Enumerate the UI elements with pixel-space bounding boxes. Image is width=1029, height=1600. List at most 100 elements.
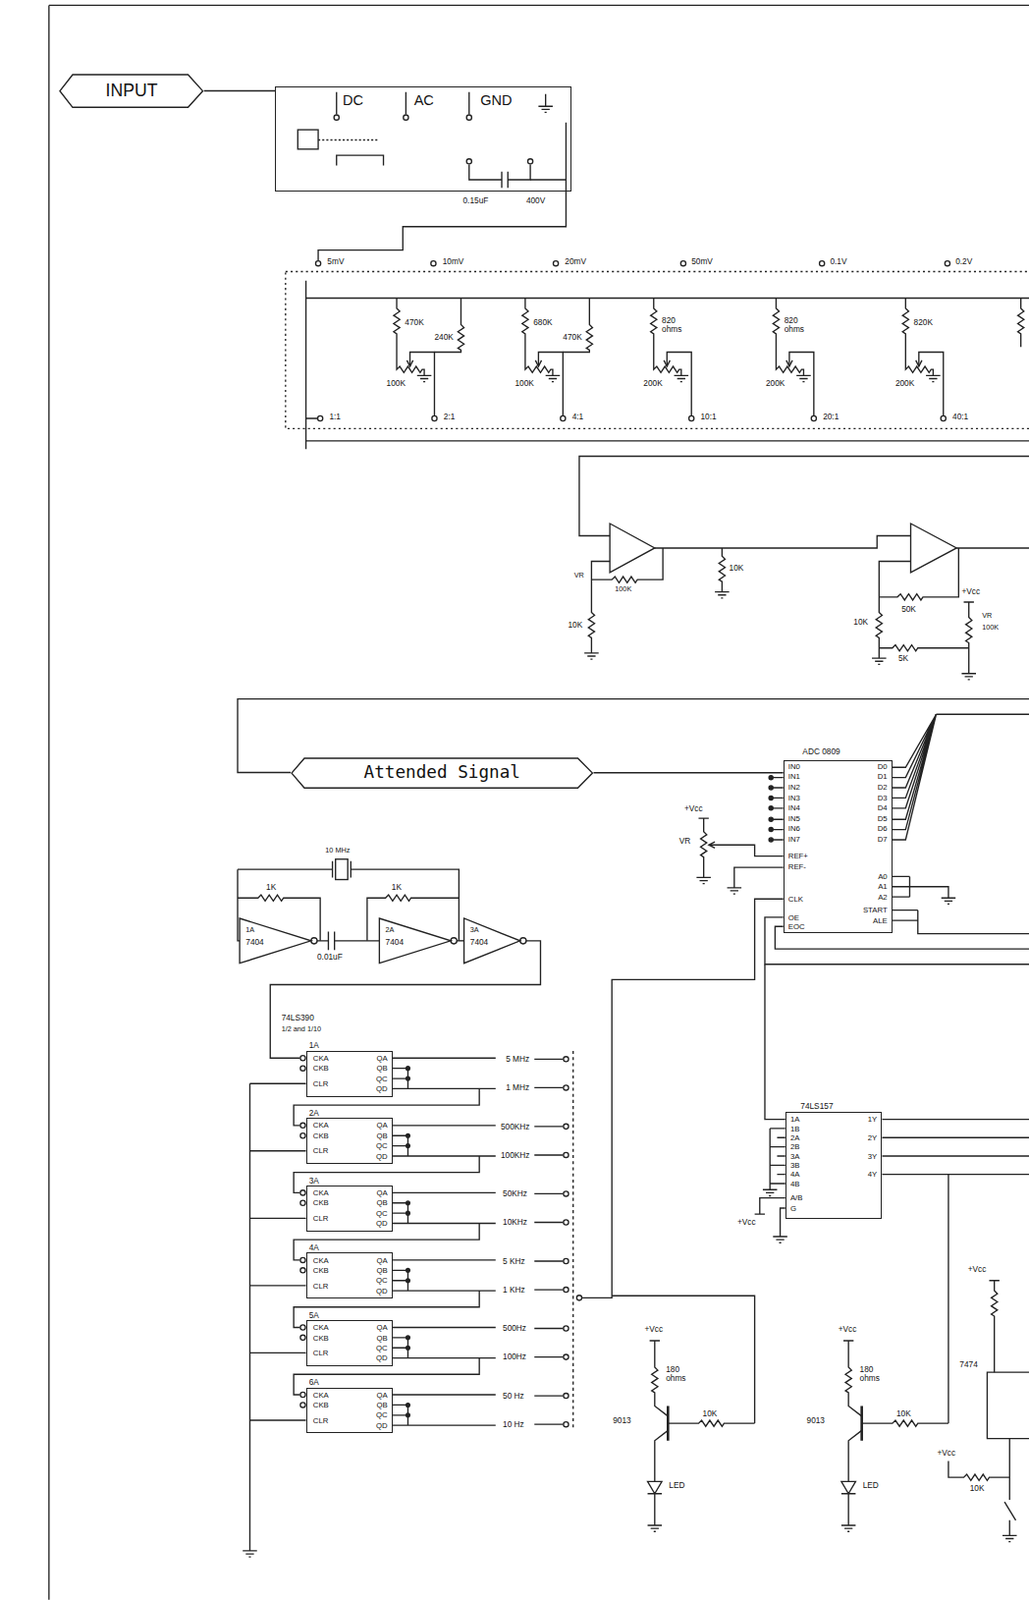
pin-label: CLR [313,1080,329,1089]
wire-path [609,523,655,573]
repeated-circuit [293,1155,480,1192]
pin-label: CKB [313,1334,329,1344]
terminal-dot [768,806,773,811]
pin-label: 3Y [867,1152,878,1162]
wire-path [654,535,912,547]
schematic-label: +Vcc [643,1324,664,1334]
wire-path [572,1050,574,1428]
schematic-label: 1 MHz [504,1083,531,1092]
wire-path [878,547,959,600]
wire-path [534,1058,563,1087]
wire-path [393,297,425,376]
repeated-circuit [293,1223,480,1260]
wire-path [764,964,786,1120]
schematic-label: 5mV [325,257,345,267]
wire-path [956,546,1029,548]
schematic-label: 1K [390,882,403,892]
schematic-label: 180 ohms [664,1364,698,1383]
pin-label: QD [376,1421,388,1431]
wire-path [591,547,663,583]
pin-label: D0 [877,762,888,772]
schematic-label: 10K [702,1408,719,1418]
chip-label: 1A [309,1040,320,1050]
counter-chip: 3ACKACKBCLRQAQBQCQD [306,1185,393,1232]
pin-label: QC [376,1075,388,1084]
pin-label: CKA [313,1054,329,1064]
pin-label: CKA [313,1121,329,1131]
repeated-circuit [902,297,946,421]
wire-path [776,1137,785,1174]
terminal-dot [406,1076,411,1081]
pin-label: IN1 [788,772,801,782]
wire-path [654,1429,669,1481]
terminal-dot [300,1065,306,1071]
chip-label: ADC 0809 [802,747,840,757]
schematic-label: 500KHz [499,1122,532,1132]
counter-chip: 6ACKACKBCLRQAQBQCQD [306,1387,393,1434]
terminal-dot [768,816,773,821]
schematic-label: 1K [265,882,277,892]
schematic-label: 7404 [244,937,265,947]
pin-label: QA [377,1189,388,1198]
schematic-label: 0.1V [828,257,848,267]
chip-label: 2A [309,1108,320,1118]
pin-label: 4A [790,1170,801,1180]
pin-label: CKA [313,1189,329,1198]
circuit-group [293,1087,480,1125]
pin-label: QC [376,1141,388,1151]
pin-label: CLR [313,1349,329,1358]
circuit-group [648,1340,756,1531]
wire-path [986,1371,1029,1439]
wire-path [237,894,321,941]
pin-label: QB [377,1266,388,1276]
schematic-label: +Vcc [960,587,981,596]
component-outline [335,859,348,880]
pin-label: CKA [313,1391,329,1401]
schematic-label: VR [678,836,693,846]
wire-path [367,894,459,941]
terminal-dot [311,937,318,944]
repeated-circuit [650,297,695,421]
pin-label: QA [377,1121,388,1131]
pin-label: QD [376,1084,388,1094]
signal-port-tag: Attended Signal [290,757,594,789]
wire-path [961,601,976,680]
circuit-group [393,297,437,421]
schematic-label: 10K [566,620,584,630]
schematic-label: +Vcc [683,804,705,813]
pin-label: CLK [788,895,804,905]
schematic-label: 100K [613,585,633,594]
schematic-label: 1A [244,925,256,934]
terminal-dot [432,415,437,421]
pin-label: A0 [877,872,888,882]
wire-path [648,1480,663,1531]
repeated-circuit [772,297,816,421]
schematic-label: +Vcc [837,1324,859,1334]
pin-label: CKB [313,1401,329,1410]
pin-label: REF- [788,863,807,872]
port-tag-shape [59,74,203,108]
schematic-label: 7404 [384,937,405,947]
chip-label: 74LS157 [800,1101,833,1111]
terminal-dot [768,775,773,780]
pin-label: 1Y [867,1115,878,1125]
pin-label: CKB [313,1198,329,1208]
wire-path [379,918,451,964]
wire-path [714,547,730,598]
pin-label: QC [376,1276,388,1286]
signal-wire [204,90,276,92]
repeated-circuit [293,1357,480,1395]
wire-path [562,297,593,352]
schematic-label: +Vcc [935,1448,957,1458]
wire-path [49,4,1029,1599]
repeated-circuit [841,1340,949,1531]
wire-path [239,918,312,964]
wire-path [947,1174,949,1423]
pin-label: CLR [313,1214,329,1224]
mux-chip: 74LS1571A1B2A2B3A3B4A4BA/BG1Y2Y3Y4Y [785,1111,883,1219]
schematic-label: 680K [532,318,553,327]
wire-path [878,645,969,651]
schematic-label: 9013 [806,1415,826,1425]
wire-path [667,1419,755,1426]
